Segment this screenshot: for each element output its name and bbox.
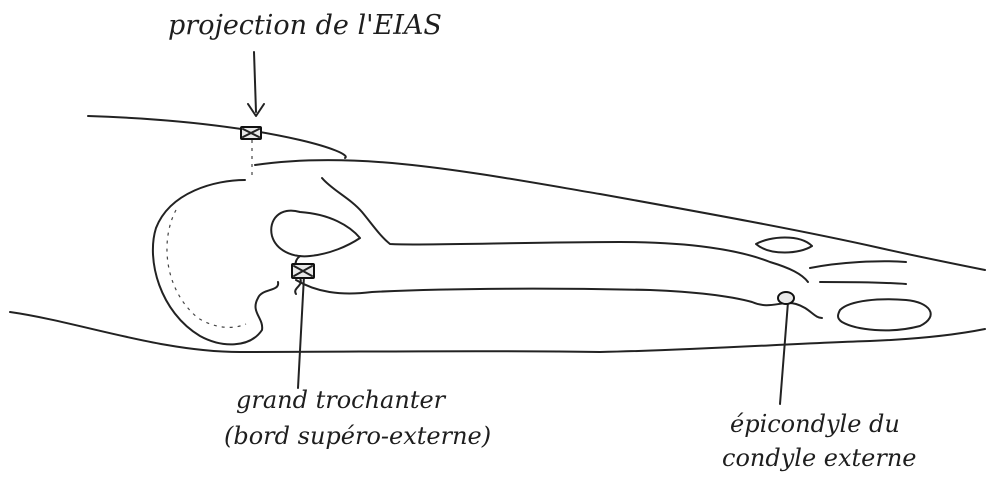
eias-label: projection de l'EIAS — [168, 12, 442, 39]
epicondyle-pointer-line — [780, 302, 788, 404]
epicondyle-marker — [778, 292, 794, 304]
trochanter-pointer-line — [298, 276, 304, 388]
pelvis-contour — [153, 180, 278, 344]
epicondyle-sublabel: condyle externe — [722, 446, 917, 470]
tibia-lower — [838, 299, 931, 330]
femoral-head — [271, 211, 360, 257]
pelvis-inner-dashed — [167, 210, 246, 327]
greater-trochanter-sublabel: (bord supéro-externe) — [224, 424, 491, 448]
eias-arrow-line — [254, 52, 256, 112]
femur-upper-edge — [322, 178, 808, 282]
femur-lower-edge — [296, 280, 822, 318]
patella — [756, 238, 812, 253]
epicondyle-label: épicondyle du — [730, 412, 900, 436]
tibia-head — [810, 261, 906, 284]
greater-trochanter-label: grand trochanter — [236, 388, 445, 412]
thigh-upper-contour — [88, 116, 346, 158]
